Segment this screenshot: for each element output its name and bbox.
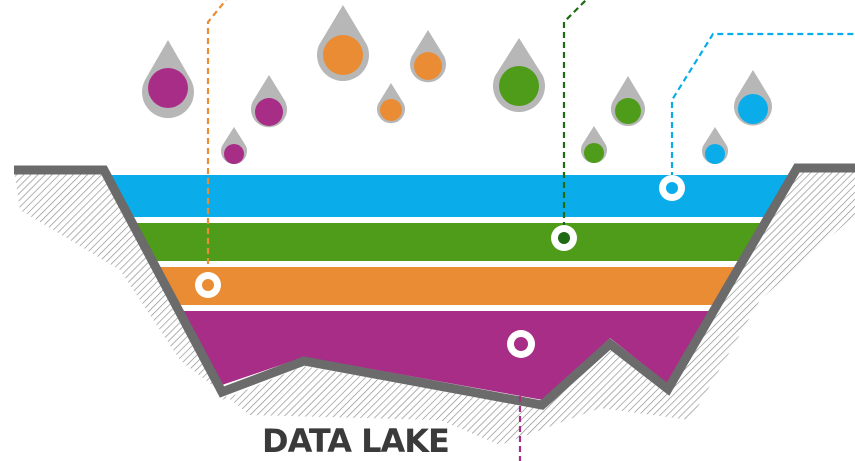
blue-small-drop (702, 127, 728, 164)
blue-callout-marker (659, 175, 685, 201)
blue-layer (108, 175, 797, 217)
orange-callout-marker (195, 272, 221, 298)
green-callout-line (562, 0, 587, 238)
green-small-drop (581, 126, 608, 164)
green-callout-marker (551, 225, 577, 251)
purple-large-drop (142, 40, 195, 119)
orange-large-drop (317, 5, 369, 81)
diagram-title: DATA LAKE (262, 422, 450, 460)
green-layer (108, 223, 797, 261)
basin-outline (14, 163, 855, 410)
purple-medium-drop (251, 75, 287, 128)
blue-medium-drop (734, 70, 772, 126)
callout-lines (206, 0, 855, 461)
callout-markers (195, 175, 685, 358)
orange-medium-drop (410, 30, 447, 83)
purple-callout-marker (507, 330, 535, 358)
green-medium-drop (611, 76, 645, 127)
purple-small-drop (221, 127, 247, 164)
orange-small-drop (377, 83, 406, 124)
orange-layer (108, 267, 797, 305)
green-large-drop (493, 38, 545, 112)
orange-callout-line (206, 0, 227, 284)
raindrops (142, 5, 772, 164)
blue-callout-line (670, 32, 855, 188)
